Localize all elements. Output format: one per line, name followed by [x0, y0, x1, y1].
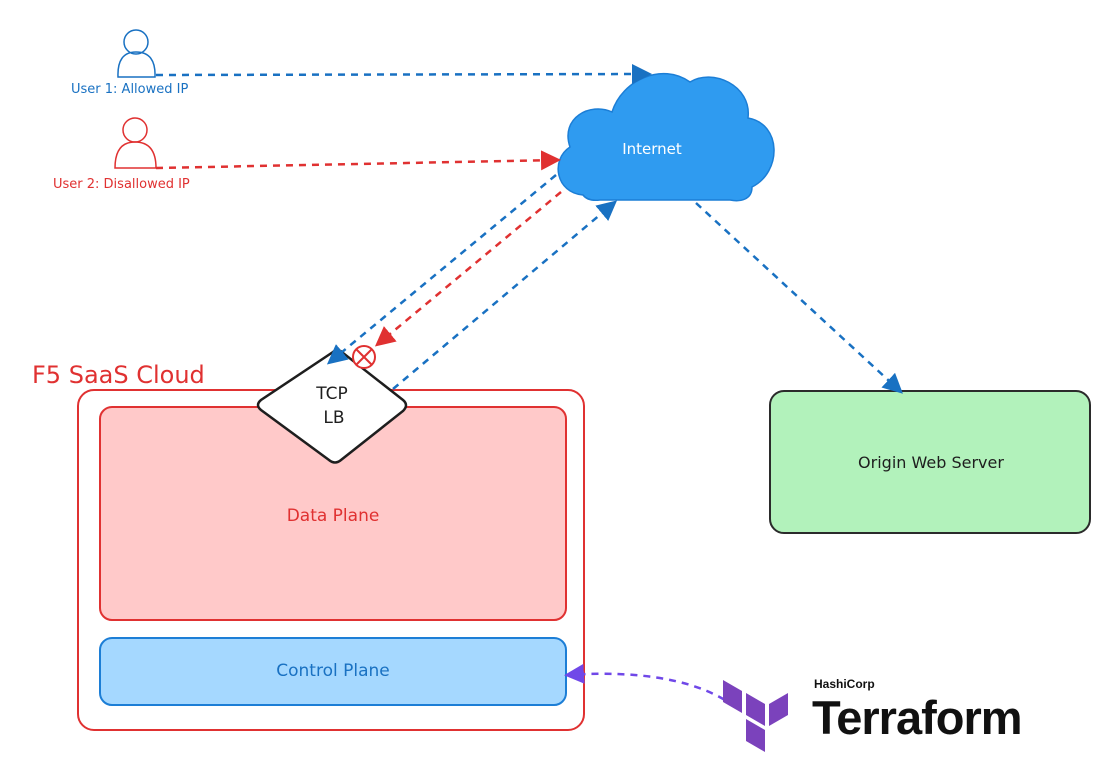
data-plane-label: Data Plane	[287, 506, 380, 526]
terraform-vendor-label: HashiCorp	[814, 677, 875, 691]
user-1-label: User 1: Allowed IP	[71, 82, 188, 97]
control-plane-label: Control Plane	[276, 661, 389, 681]
arrow-user2-to-internet	[155, 150, 561, 171]
arrow-terraform-to-control-plane	[564, 663, 736, 708]
internet-label: Internet	[622, 140, 682, 158]
terraform-product-label: Terraform	[812, 691, 1022, 744]
arrow-lb-to-internet	[392, 200, 618, 390]
origin-web-server-label: Origin Web Server	[858, 453, 1004, 472]
tcp-lb-label-line1: TCP	[315, 384, 348, 404]
user-2-label: User 2: Disallowed IP	[53, 177, 190, 192]
terraform-logo-icon	[723, 680, 788, 752]
internet-cloud-icon	[557, 72, 775, 202]
tcp-lb-label-line2: LB	[323, 408, 344, 428]
arrow-internet-to-lb-blocked	[374, 191, 562, 347]
user-1-icon	[117, 29, 156, 78]
blocked-icon	[352, 345, 376, 369]
arrow-internet-to-lb-allowed	[326, 174, 557, 365]
arrow-internet-to-origin	[695, 202, 903, 394]
origin-web-server-box	[769, 390, 1091, 534]
f5-cloud-title: F5 SaaS Cloud	[32, 361, 205, 389]
user-2-icon	[114, 117, 157, 169]
arrow-user1-to-internet	[155, 64, 652, 85]
